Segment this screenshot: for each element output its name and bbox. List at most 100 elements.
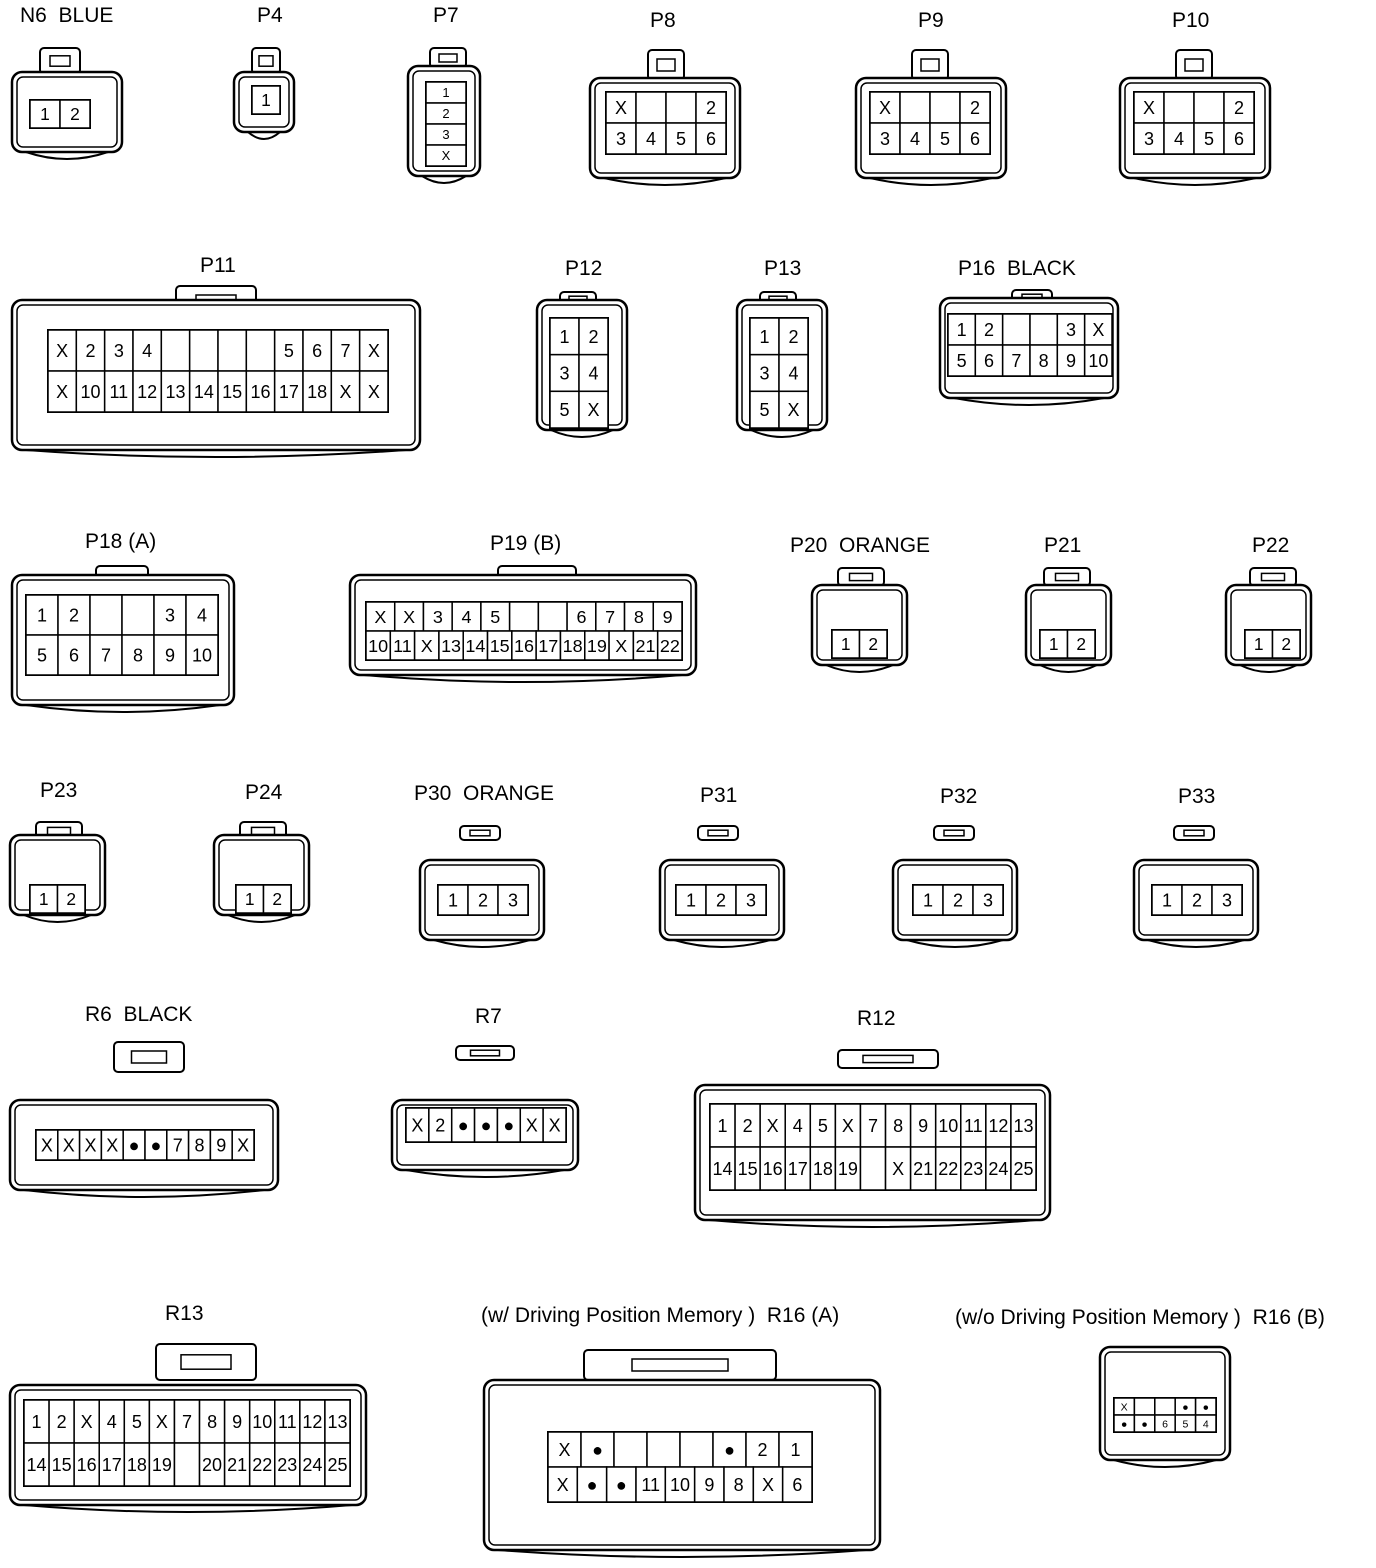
pin-number: 3 bbox=[165, 605, 175, 625]
pin-cell bbox=[1133, 122, 1165, 155]
pin-number: 12 bbox=[302, 1412, 322, 1432]
connector-label: P7 bbox=[433, 4, 459, 27]
pin-cell bbox=[635, 91, 667, 124]
connector-label: R6 BLACK bbox=[85, 1003, 193, 1026]
pin-number: 10 bbox=[80, 382, 100, 402]
pin-cell bbox=[245, 329, 276, 372]
pin-unused-mark: X bbox=[368, 382, 380, 402]
connector-label: P19 (B) bbox=[490, 532, 562, 555]
pin-cell bbox=[1151, 884, 1183, 916]
pin-number: 16 bbox=[77, 1455, 97, 1475]
pin-cell bbox=[831, 629, 861, 659]
pin-unused-mark: X bbox=[767, 1116, 779, 1136]
pin-number: 7 bbox=[1011, 351, 1021, 371]
pin-cell bbox=[1001, 313, 1031, 346]
pin-cell bbox=[605, 122, 637, 155]
pin-cell bbox=[1194, 1414, 1217, 1433]
pin-unused-mark: X bbox=[237, 1135, 249, 1155]
pin-number: 11 bbox=[641, 1475, 660, 1495]
pin-dot-mark: ● bbox=[150, 1135, 161, 1155]
pin-number: 3 bbox=[759, 363, 769, 383]
pin-number: 3 bbox=[114, 341, 124, 361]
connector-label: P12 bbox=[565, 257, 603, 280]
pin-unused-mark: X bbox=[403, 607, 415, 627]
pin-cell bbox=[959, 91, 991, 124]
pin-cell bbox=[358, 370, 389, 413]
pin-number: 24 bbox=[302, 1455, 322, 1475]
pin-cell bbox=[223, 1442, 251, 1487]
pin-unused-mark: X bbox=[558, 1440, 570, 1460]
pin-cell bbox=[223, 1399, 251, 1444]
pin-number: 18 bbox=[307, 382, 327, 402]
connector-label: R7 bbox=[475, 1005, 502, 1028]
pin-number: 22 bbox=[660, 636, 680, 656]
pin-cell bbox=[576, 1466, 608, 1503]
connector-label: P13 bbox=[764, 257, 802, 280]
pin-unused-mark: X bbox=[411, 1115, 423, 1135]
connector-label: P8 bbox=[650, 9, 676, 32]
pin-cell bbox=[75, 370, 106, 413]
pin-number: 17 bbox=[538, 636, 558, 656]
pin-cell bbox=[578, 390, 609, 429]
pin-number: 11 bbox=[393, 636, 412, 656]
pin-cell bbox=[749, 390, 780, 429]
pin-cell bbox=[217, 370, 248, 413]
pin-number: 2 bbox=[588, 327, 598, 347]
pin-number: 2 bbox=[272, 889, 282, 909]
pin-unused-mark: X bbox=[41, 1135, 53, 1155]
pin-cell bbox=[778, 390, 809, 429]
pin-number: 17 bbox=[279, 382, 299, 402]
pin-cell bbox=[160, 370, 191, 413]
pin-number: 1 bbox=[245, 889, 255, 909]
pin-number: 23 bbox=[963, 1159, 983, 1179]
pin-number: 15 bbox=[52, 1455, 72, 1475]
pin-number: 5 bbox=[132, 1412, 142, 1432]
pin-cell bbox=[1133, 1397, 1156, 1416]
pin-number: 2 bbox=[757, 1440, 767, 1460]
pin-cell bbox=[942, 884, 974, 916]
pin-cell bbox=[497, 884, 529, 916]
pin-number: 8 bbox=[207, 1412, 217, 1432]
pin-number: 3 bbox=[983, 890, 993, 910]
pin-number: 25 bbox=[327, 1455, 347, 1475]
pin-number: 10 bbox=[368, 636, 388, 656]
pin-cell bbox=[1271, 629, 1301, 659]
pin-cell bbox=[537, 601, 568, 632]
pin-cell bbox=[972, 884, 1004, 916]
pin-unused-mark: X bbox=[374, 607, 386, 627]
pin-cell bbox=[302, 370, 333, 413]
pin-cell bbox=[695, 91, 727, 124]
pin-dot-mark: ● bbox=[1141, 1418, 1147, 1430]
pin-dot-mark: ● bbox=[458, 1115, 469, 1135]
pin-number: 3 bbox=[616, 129, 626, 149]
connector-p4: 1 bbox=[232, 47, 296, 140]
connector-label: P20 ORANGE bbox=[790, 534, 931, 557]
pin-cell bbox=[752, 1466, 784, 1503]
pin-cell bbox=[47, 329, 78, 372]
pin-cell bbox=[1181, 884, 1213, 916]
pin-number: 4 bbox=[462, 607, 472, 627]
connector-label: P32 bbox=[940, 785, 978, 808]
pin-cell bbox=[656, 630, 683, 661]
pin-number: 4 bbox=[107, 1412, 117, 1432]
pin-dot-mark: ● bbox=[724, 1440, 735, 1460]
pin-cell bbox=[425, 144, 467, 167]
pin-number: 2 bbox=[716, 890, 726, 910]
pin-cell bbox=[59, 99, 91, 129]
pin-number: 10 bbox=[192, 645, 212, 665]
pin-number: 9 bbox=[1066, 351, 1076, 371]
pin-unused-mark: X bbox=[557, 1475, 569, 1495]
pin-cell bbox=[103, 329, 134, 372]
pin-cell bbox=[884, 1103, 912, 1148]
pin-cell bbox=[231, 1129, 255, 1161]
pin-cell bbox=[709, 1146, 736, 1191]
pin-cell bbox=[869, 122, 901, 155]
pin-cell bbox=[566, 601, 597, 632]
pin-cell bbox=[549, 390, 580, 429]
